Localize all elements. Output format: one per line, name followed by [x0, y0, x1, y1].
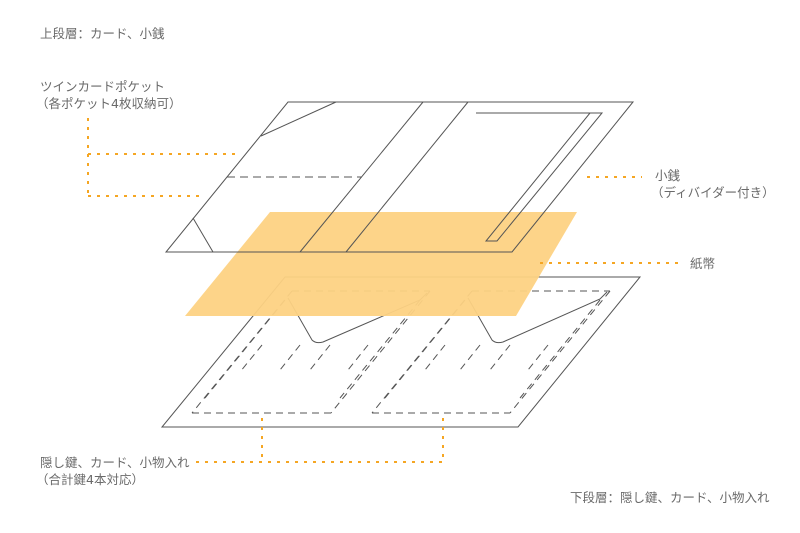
- upper-layer: [164, 101, 635, 253]
- pocket-line-2: [345, 101, 469, 253]
- bills-sheet: [185, 212, 577, 316]
- pocket-flap-left: [287, 292, 428, 344]
- hidden-pocket-note: （合計鍵4本対応）: [36, 472, 144, 487]
- pocket-flap-right: [467, 291, 608, 344]
- bills-label: 紙幣: [690, 256, 716, 271]
- corner-flap: [260, 101, 337, 137]
- coins-note: （ディバイダー付き）: [651, 185, 775, 200]
- pocket-right-dashed: [371, 290, 611, 414]
- corner-fold: [192, 217, 214, 253]
- coin-divider: [476, 112, 604, 242]
- twin-pocket-label: ツインカードポケット: [40, 79, 166, 94]
- lower-layer-label: 下段層：隠し鍵、カード、小物入れ: [570, 490, 770, 505]
- upper-layer-label: 上段層：カード、小銭: [40, 26, 165, 41]
- leader-lines: [87, 118, 682, 463]
- twin-pocket-note: （各ポケット4枚収納可）: [36, 96, 182, 111]
- hidden-pocket-label: 隠し鍵、カード、小物入れ: [40, 455, 190, 470]
- upper-layer-outline: [164, 101, 635, 253]
- coins-label: 小銭: [655, 168, 681, 183]
- pocket-line-1: [299, 101, 424, 253]
